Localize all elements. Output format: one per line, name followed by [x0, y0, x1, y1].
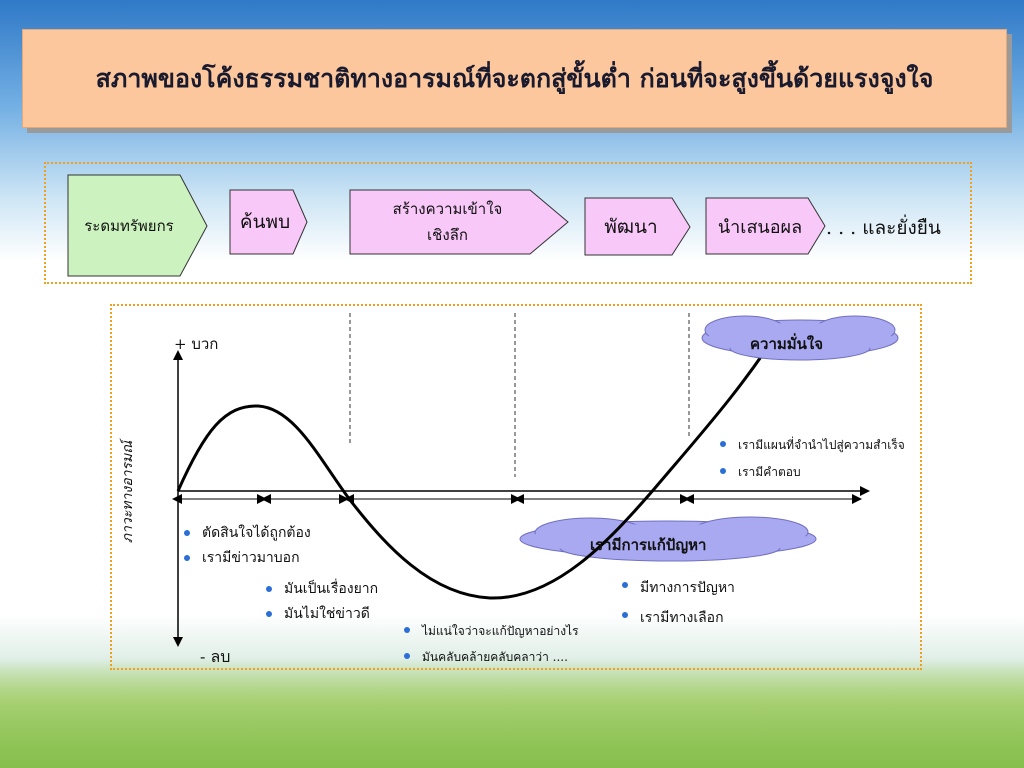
title-banner: สภาพของโค้งธรรมชาติทางอารมณ์ที่จะตกสู่ขั… [22, 29, 1007, 128]
list-item: เรามีข่าวมาบอก [182, 546, 311, 571]
positive-label: + บวก [174, 335, 219, 353]
process-step-label-3-line2: เชิงลึก [427, 226, 468, 244]
emotion-curve [176, 320, 786, 600]
list-item: มันเป็นเรื่องยาก [264, 577, 378, 602]
bullet-icon [622, 582, 628, 588]
note-text: ไม่แน่ใจว่าจะแก้ปัญหาอย่างไร [422, 624, 579, 638]
negative-label: - ลบ [200, 647, 231, 666]
list-item: มันคลับคล้ายคลับคลาว่า .... [402, 644, 579, 670]
note-text: มันเป็นเรื่องยาก [284, 581, 379, 597]
process-step-label-1: ระดมทรัพยกร [84, 216, 174, 235]
list-item: เรามีแผนที่จำนำไปสู่ความสำเร็จ [718, 432, 905, 459]
bullet-icon [266, 611, 272, 617]
process-step-shape-3 [349, 189, 569, 255]
bullet-icon [404, 627, 410, 633]
process-step-label-4: พัฒนา [604, 215, 658, 238]
notes-rise-list: มีทางการปัญหา เรามีทางเลือก [620, 573, 735, 633]
cloud-middle-label: เรามีการแก้ปัญหา [590, 536, 707, 554]
process-step-shape-2 [229, 189, 308, 255]
note-text: เรามีข่าวมาบอก [202, 550, 300, 566]
bullet-icon [720, 441, 726, 447]
bullet-icon [404, 653, 410, 659]
note-text: ตัดสินใจได้ถูกต้อง [202, 525, 311, 541]
process-frame [44, 162, 972, 284]
process-step-shape-1 [67, 174, 208, 277]
list-item: ไม่แน่ใจว่าจะแก้ปัญหาอย่างไร [402, 618, 579, 644]
slide-title: สภาพของโค้งธรรมชาติทางอารมณ์ที่จะตกสู่ขั… [95, 63, 934, 93]
list-item: มีทางการปัญหา [620, 573, 735, 603]
graph-frame [110, 304, 922, 670]
process-step-shape-5 [705, 197, 826, 255]
note-text: มันคลับคล้ายคลับคลาว่า .... [422, 650, 568, 664]
grass-background [0, 658, 1024, 768]
note-text: เรามีทางเลือก [640, 610, 724, 626]
bullet-icon [184, 555, 190, 561]
process-step-label-3: สร้างความเข้าใจ เชิงลึก [350, 190, 545, 254]
notes-top-list: เรามีแผนที่จำนำไปสู่ความสำเร็จ เรามีคำตอ… [718, 432, 905, 486]
list-item: เรามีทางเลือก [620, 603, 735, 633]
process-step-label-5: นำเสนอผล [717, 216, 803, 238]
note-text: เรามีแผนที่จำนำไปสู่ความสำเร็จ [738, 438, 905, 452]
note-text: มีทางการปัญหา [640, 580, 735, 596]
y-axis-label: ภาวะทางอารมณ์ [120, 440, 136, 544]
cloud-top-label: ความมั่นใจ [750, 335, 824, 353]
process-trailing-text: . . . และยั่งยืน [826, 217, 941, 239]
notes-start-list: ตัดสินใจได้ถูกต้อง เรามีข่าวมาบอก [182, 521, 311, 571]
list-item: เรามีคำตอบ [718, 459, 905, 486]
process-step-label-2: ค้นพบ [239, 211, 291, 233]
list-item: ตัดสินใจได้ถูกต้อง [182, 521, 311, 546]
process-step-shape-4 [584, 197, 691, 256]
notes-bottom-list: ไม่แน่ใจว่าจะแก้ปัญหาอย่างไร มันคลับคล้า… [402, 618, 579, 670]
bullet-icon [622, 612, 628, 618]
process-step-label-3-line1: สร้างความเข้าใจ [392, 200, 503, 218]
bullet-icon [184, 530, 190, 536]
note-text: เรามีคำตอบ [738, 465, 801, 479]
list-item: มันไม่ใช่ข่าวดี [264, 602, 378, 627]
bullet-icon [266, 586, 272, 592]
note-text: มันไม่ใช่ข่าวดี [284, 606, 370, 622]
cloud-top [701, 315, 899, 361]
bullet-icon [720, 468, 726, 474]
notes-decline-list: มันเป็นเรื่องยาก มันไม่ใช่ข่าวดี [264, 577, 378, 627]
